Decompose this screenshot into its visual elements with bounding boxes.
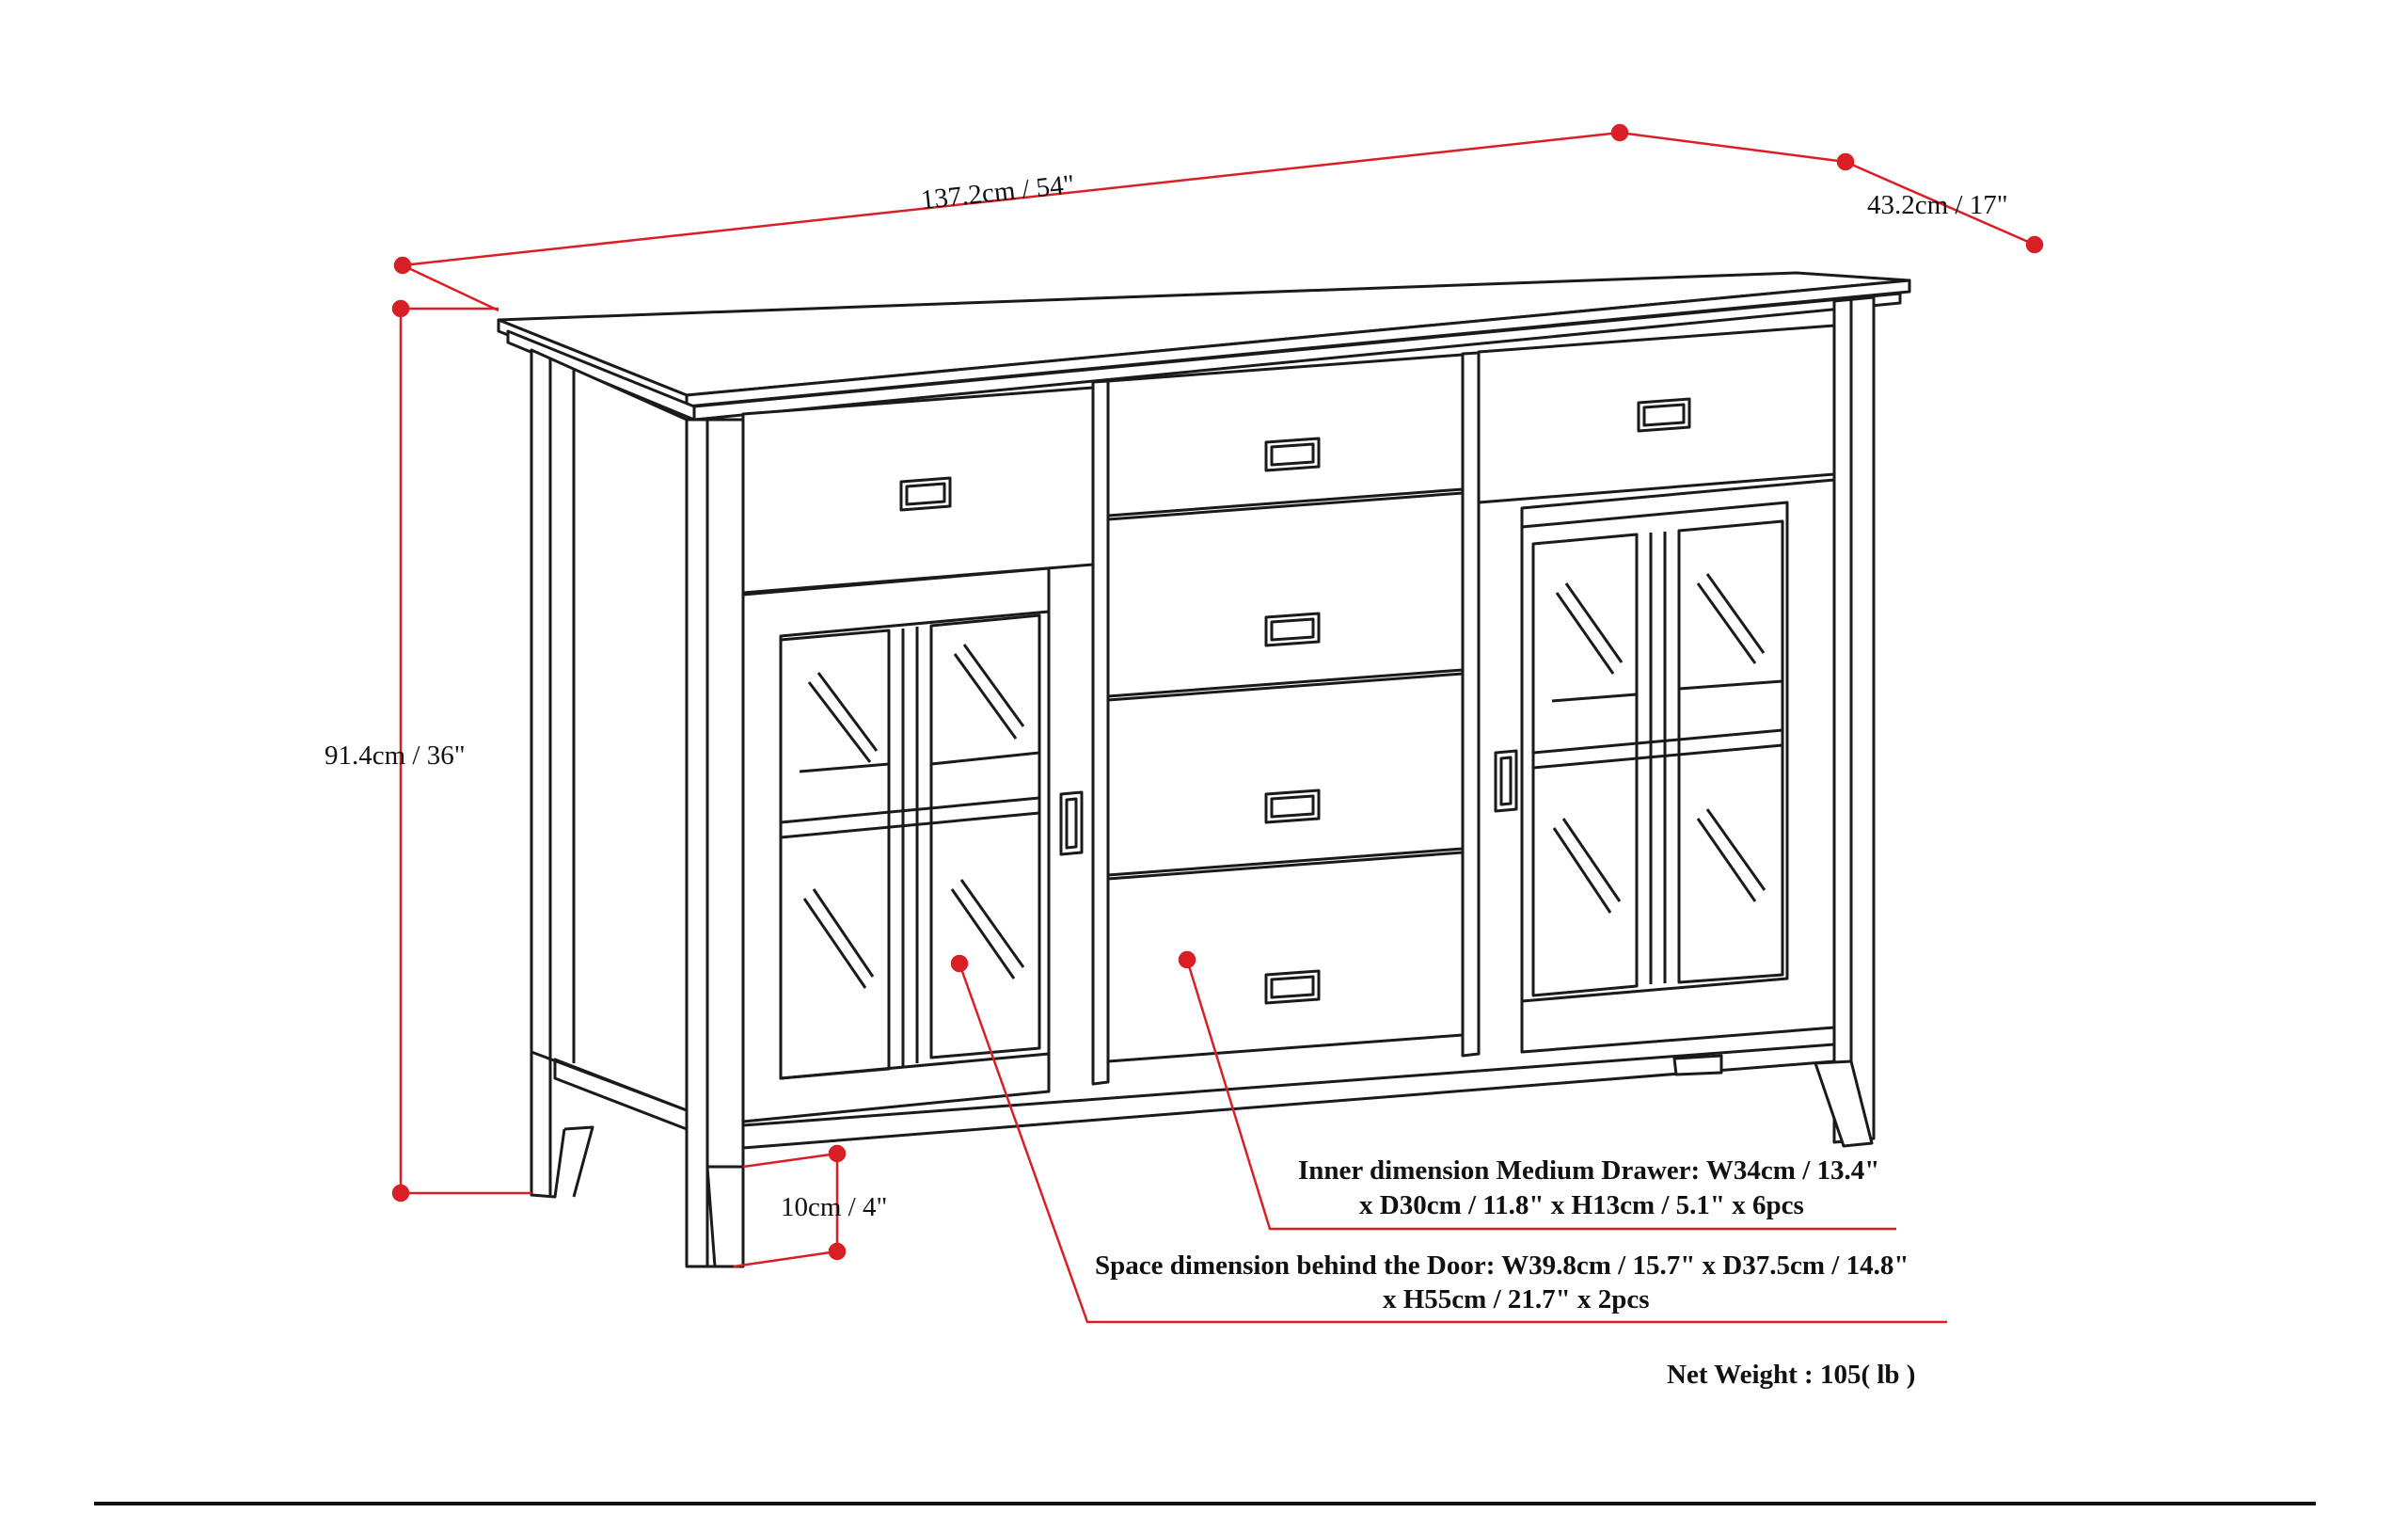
- center-drawer-stack: [1106, 353, 1465, 1063]
- depth-mid-dot: [1836, 152, 1855, 171]
- width-label: 137.2cm / 54": [919, 169, 1076, 215]
- door-leader-dot: [950, 954, 969, 973]
- drawer-leader-line: [1185, 959, 1896, 1231]
- right-glass-door: [1494, 478, 1836, 1054]
- leg-top-dot: [828, 1144, 847, 1163]
- depth-label: 43.2cm / 17": [1867, 190, 2008, 220]
- door-leader-line: [958, 963, 1947, 1324]
- center-dividers: [1091, 351, 1481, 1086]
- door-dimension-note-line2: x H55cm / 21.7" x 2pcs: [1383, 1284, 1650, 1314]
- front-right-stile: [1814, 295, 1876, 1148]
- dimension-lines: [391, 123, 2044, 1324]
- height-label: 91.4cm / 36": [325, 741, 466, 771]
- height-top-dot: [391, 299, 410, 318]
- drawer-dimension-note-line1: Inner dimension Medium Drawer: W34cm / 1…: [1298, 1155, 1879, 1186]
- top-slab: [497, 271, 1911, 422]
- door-dimension-note-line1: Space dimension behind the Door: W39.8cm…: [1095, 1250, 1909, 1281]
- left-top-drawer: [741, 386, 1095, 595]
- sideboard-drawing: [497, 271, 1911, 1268]
- drawer-dimension-note-line2: x D30cm / 11.8" x H13cm / 5.1" x 6pcs: [1359, 1190, 1804, 1220]
- right-top-drawer: [1477, 324, 1836, 504]
- drawer-leader-dot: [1178, 950, 1196, 969]
- leg-label: 10cm / 4": [781, 1192, 887, 1222]
- leg-bottom-dot: [828, 1242, 847, 1261]
- left-side-panel: [530, 348, 689, 1199]
- width-left-dot: [393, 256, 412, 275]
- front-left-stile: [685, 418, 745, 1268]
- left-glass-door: [741, 566, 1084, 1123]
- net-weight-label: Net Weight : 105( lb ): [1667, 1360, 1915, 1390]
- width-dimension-line: [402, 131, 1621, 267]
- height-bottom-dot: [391, 1184, 410, 1202]
- depth-end-dot: [2025, 235, 2044, 254]
- depth-dimension-line: [1619, 131, 1846, 164]
